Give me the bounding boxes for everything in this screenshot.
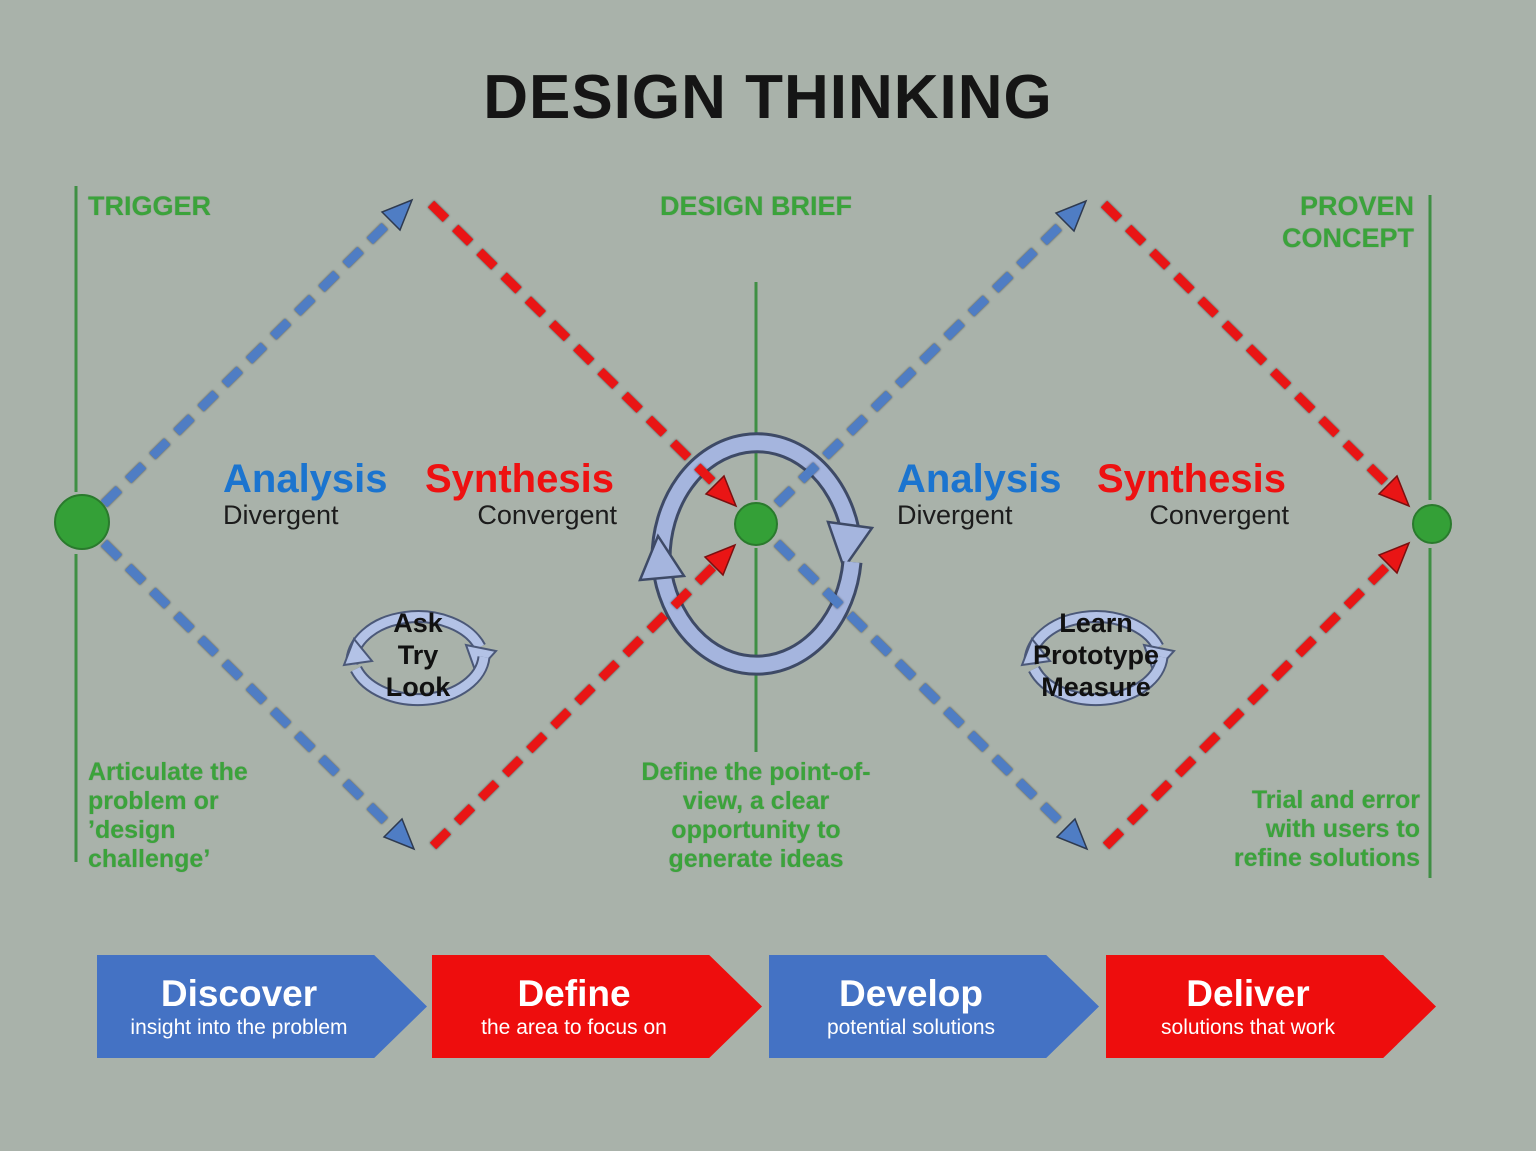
phase-name: Deliver: [1186, 972, 1310, 1014]
central-cycle-icon: [638, 432, 875, 676]
arrowheads: [380, 198, 1411, 851]
phase-banner-discover: Discover insight into the problem: [97, 955, 427, 1058]
diamond1-synthesis-group: Synthesis Convergent: [425, 458, 617, 530]
milestone-dots: [54, 494, 1452, 550]
design-brief-label: DESIGN BRIEF: [659, 191, 853, 221]
phase-desc: insight into the problem: [130, 1015, 348, 1039]
analysis-title: Analysis: [897, 457, 1062, 501]
learn-prototype-measure-words: Learn Prototype Measure: [1032, 608, 1159, 702]
divergent-label: Divergent: [897, 500, 1013, 530]
ask-try-look-cycle-icon: [342, 610, 498, 707]
phase-name: Develop: [839, 972, 983, 1014]
phase-desc: potential solutions: [826, 1015, 996, 1039]
proven-concept-label: PROVEN CONCEPT: [1281, 191, 1414, 253]
phase-name: Discover: [160, 972, 318, 1014]
milestone-lines: [74, 186, 1432, 878]
phase-desc: the area to focus on: [481, 1015, 667, 1039]
synthesis-title: Synthesis: [1097, 457, 1286, 501]
proven-concept-note: Trial and error with users to refine sol…: [1233, 786, 1420, 872]
synthesis-title: Synthesis: [425, 457, 614, 501]
learn-prototype-measure-cycle-icon: [1020, 610, 1176, 707]
diamond2-analysis-group: Analysis Divergent: [897, 458, 1062, 530]
convergent-label: Convergent: [1149, 500, 1289, 530]
design-brief-note: Define the point-of-view, a clear opport…: [641, 758, 871, 873]
phase-banner-define: Define the area to focus on: [432, 955, 762, 1058]
phase-name: Define: [517, 972, 631, 1014]
trigger-label: TRIGGER: [88, 191, 212, 221]
divergent-label: Divergent: [223, 500, 339, 530]
double-diamond-diagram: [54, 186, 1452, 878]
phase-banner-develop: Develop potential solutions: [769, 955, 1099, 1058]
phase-banner-deliver: Deliver solutions that work: [1106, 955, 1436, 1058]
ask-try-look-words: Ask Try Look: [385, 608, 451, 702]
diamond2-synthesis-group: Synthesis Convergent: [1097, 458, 1289, 530]
page-title: DESIGN THINKING: [483, 63, 1053, 132]
analysis-title: Analysis: [223, 457, 388, 501]
convergent-label: Convergent: [477, 500, 617, 530]
trigger-note: Articulate the problem or ’design challe…: [88, 758, 248, 873]
diamond1-analysis-group: Analysis Divergent: [223, 458, 388, 530]
phase-desc: solutions that work: [1161, 1015, 1335, 1039]
